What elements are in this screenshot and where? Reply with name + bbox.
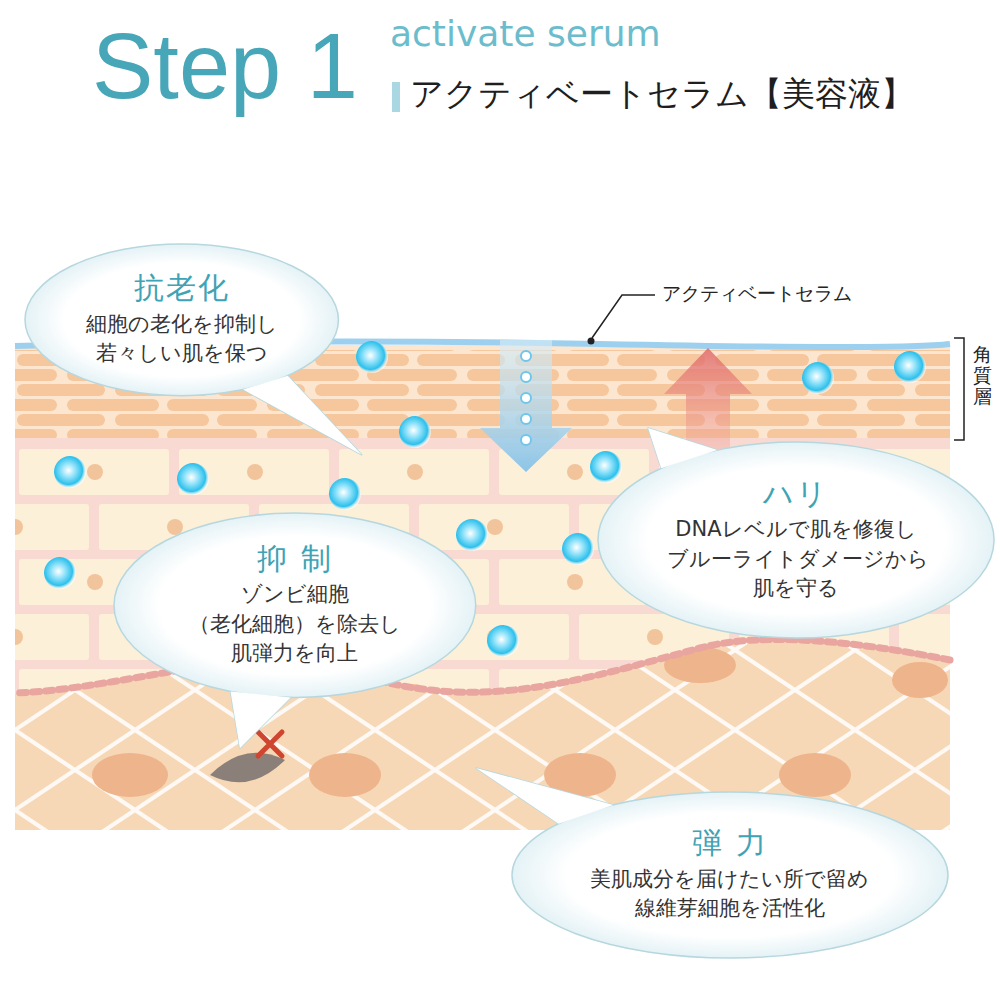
leader-dot (588, 338, 595, 345)
leader-line (592, 295, 655, 338)
bubble-heading: 抑 制 (187, 542, 403, 577)
speech-bubble: ハリDNAレベルで肌を修復し ブルーライトダメージから 肌を守る (596, 440, 996, 640)
bubble-heading: 弾 力 (590, 826, 869, 861)
speech-bubble: 抗老化細胞の老化を抑制し 若々しい肌を保つ (23, 242, 340, 398)
bubble-shape (25, 244, 338, 396)
bubble-text: 抗老化細胞の老化を抑制し 若々しい肌を保つ (84, 271, 279, 368)
subtitle-ja: アクティベートセラム【美容液】 (410, 74, 914, 114)
bubble-tail-cover (231, 691, 291, 748)
bubble-body: DNAレベルで肌を修復し ブルーライトダメージから 肌を守る (667, 515, 925, 603)
leader-label: アクティベートセラム (662, 282, 852, 305)
bubble-body: 美肌成分を届けたい所で留め 線維芽細胞を活性化 (590, 865, 869, 924)
bubble-body: ゾンビ細胞 （老化細胞）を除去し 肌弾力を向上 (187, 580, 403, 668)
vertical-label: 角質層 (973, 344, 992, 407)
bubble-tail-cover (648, 428, 717, 468)
bubble-text: 抑 制ゾンビ細胞 （老化細胞）を除去し 肌弾力を向上 (187, 542, 403, 669)
step-title: Step 1 (92, 20, 358, 112)
bubble-tail (243, 376, 362, 455)
penetration-arrow (480, 340, 572, 472)
speech-bubble: 弾 力美肌成分を届けたい所で留め 線維芽細胞を活性化 (510, 790, 950, 960)
bubble-tail-cover (243, 376, 362, 455)
title-bar (392, 82, 400, 112)
bubble-text: 弾 力美肌成分を届けたい所で留め 線維芽細胞を活性化 (590, 826, 869, 923)
speech-bubble: 抑 制ゾンビ細胞 （老化細胞）を除去し 肌弾力を向上 (112, 511, 478, 699)
bracket (954, 338, 964, 440)
bubble-shape (598, 442, 994, 638)
subtitle-en: activate serum (390, 12, 661, 55)
bubble-heading: ハリ (667, 477, 925, 512)
bubble-body: 細胞の老化を抑制し 若々しい肌を保つ (84, 310, 279, 369)
bubble-heading: 抗老化 (84, 271, 279, 306)
bubble-tail-cover (476, 768, 613, 824)
bubble-text: ハリDNAレベルで肌を修復し ブルーライトダメージから 肌を守る (667, 477, 925, 604)
bubble-shape (114, 513, 476, 697)
bubble-tail (231, 691, 291, 748)
